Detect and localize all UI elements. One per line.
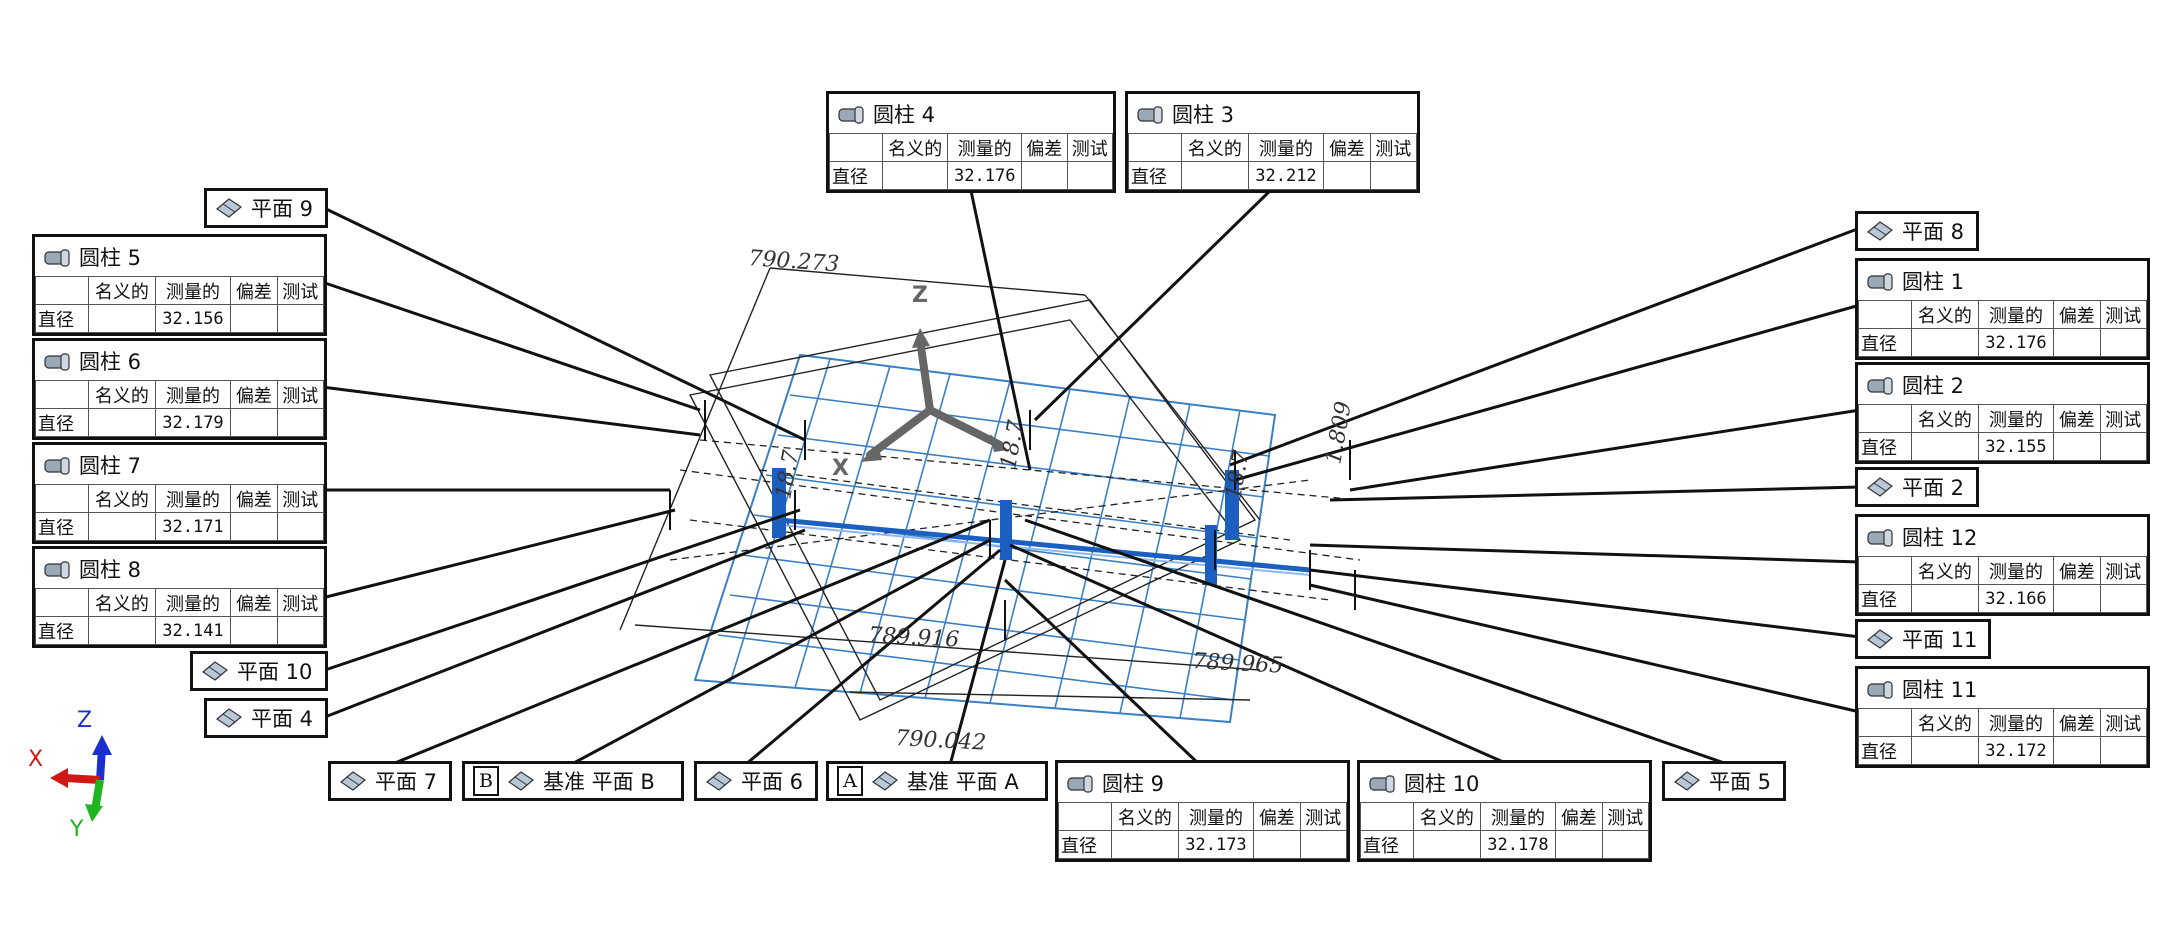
plane-icon (508, 771, 534, 791)
plane-icon (202, 661, 228, 681)
measured-value: 32.173 (1177, 830, 1255, 859)
cylinder-icon (838, 105, 864, 124)
measured-value: 32.212 (1247, 161, 1325, 190)
dim-vertical-1: 18.7 (771, 448, 804, 501)
triad-x-label: X (28, 747, 43, 772)
plane-icon (872, 771, 898, 791)
label-title: 圆柱 9 (1102, 771, 1165, 796)
dim-top: 790.273 (748, 246, 841, 277)
plane-icon (216, 708, 242, 728)
part-axes (866, 336, 1004, 459)
cylinder-icon (44, 248, 70, 267)
cylinder-icon (1137, 105, 1163, 124)
part-axis-x-label: X (832, 456, 849, 481)
plane-icon (1867, 477, 1893, 497)
measured-value: 32.141 (154, 616, 232, 645)
dimension-frames (619, 267, 1261, 721)
cylinder-icon (1867, 528, 1893, 547)
measured-value: 32.155 (1977, 432, 2055, 461)
plane-icon (1674, 771, 1700, 791)
label-plane-10[interactable]: 平面 10 (190, 651, 328, 691)
label-datum-plane-b[interactable]: B 基准 平面 B (462, 761, 684, 801)
dim-bottom-left: 789.916 (868, 623, 960, 653)
dim-vertical-2: 18.7 (996, 418, 1029, 471)
triad-y-label: Y (69, 817, 84, 842)
label-title: 圆柱 2 (1902, 373, 1965, 398)
measured-value: 32.166 (1977, 584, 2055, 613)
label-title: 圆柱 6 (79, 349, 142, 374)
cylinder-icon (44, 456, 70, 475)
cylinder-icon (1867, 272, 1893, 291)
label-plane-5[interactable]: 平面 5 (1662, 761, 1786, 801)
cylinder-icon (1867, 376, 1893, 395)
plane-icon (216, 198, 242, 218)
label-title: 圆柱 11 (1902, 677, 1978, 702)
measured-value: 32.176 (1977, 328, 2055, 357)
datum-tag-b: B (473, 766, 499, 796)
plane-icon (1867, 629, 1893, 649)
dim-vertical-3: 18.7 (1221, 448, 1254, 501)
label-plane-6[interactable]: 平面 6 (694, 761, 818, 801)
label-plane-11[interactable]: 平面 11 (1855, 619, 1991, 659)
label-title: 圆柱 7 (79, 453, 142, 478)
label-title: 圆柱 10 (1404, 771, 1480, 796)
cylinder-icon (1369, 774, 1395, 793)
label-plane-7[interactable]: 平面 7 (328, 761, 452, 801)
dim-vertical-4: 1.809 (1321, 400, 1357, 466)
cylinder-icon (1867, 680, 1893, 699)
label-title: 圆柱 3 (1172, 102, 1235, 127)
measured-value: 32.171 (154, 512, 232, 541)
label-title: 圆柱 4 (873, 102, 936, 127)
measured-value: 32.176 (947, 161, 1023, 190)
part-axis-z-label: Z (912, 283, 928, 308)
label-title: 圆柱 1 (1902, 269, 1965, 294)
label-plane-9[interactable]: 平面 9 (204, 188, 328, 228)
label-title: 圆柱 8 (79, 557, 142, 582)
measured-value: 32.178 (1479, 830, 1557, 859)
triad-z-label: Z (77, 708, 92, 733)
label-title: 圆柱 12 (1902, 525, 1978, 550)
label-plane-8[interactable]: 平面 8 (1855, 211, 1979, 251)
measured-value: 32.179 (154, 408, 232, 437)
plane-icon (340, 771, 366, 791)
measured-value: 32.156 (154, 304, 232, 333)
cylinder-icon (44, 352, 70, 371)
label-plane-4[interactable]: 平面 4 (204, 698, 328, 738)
label-title: 圆柱 5 (79, 245, 142, 270)
measured-value: 32.172 (1977, 736, 2055, 765)
plane-icon (706, 771, 732, 791)
dim-bottom: 790.042 (895, 726, 987, 756)
world-axis-triad: Z X Y (28, 708, 112, 842)
plane-icon (1867, 221, 1893, 241)
cylinder-icon (1067, 774, 1093, 793)
cylinder-icon (44, 560, 70, 579)
measured-part (772, 468, 1311, 585)
dim-bottom-right: 789.965 (1192, 649, 1284, 679)
label-plane-2[interactable]: 平面 2 (1855, 467, 1979, 507)
label-datum-plane-a[interactable]: A 基准 平面 A (826, 761, 1048, 801)
construction-lines (669, 439, 1361, 601)
leader-lines (321, 184, 1861, 767)
datum-tag-a: A (837, 766, 863, 796)
